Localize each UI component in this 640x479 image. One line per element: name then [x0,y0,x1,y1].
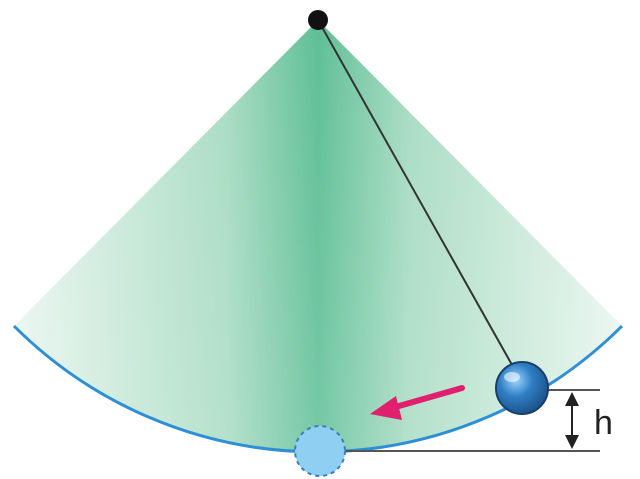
bob-highlight [504,372,520,382]
height-dimension-arrow [565,392,579,449]
pivot-point [308,10,328,30]
height-label: h [594,404,613,442]
pendulum-string [317,19,517,373]
swing-sector-fade [14,20,622,452]
pendulum-bob [495,361,549,415]
bob-lowest-position [294,425,346,477]
motion-arrow [370,385,465,420]
